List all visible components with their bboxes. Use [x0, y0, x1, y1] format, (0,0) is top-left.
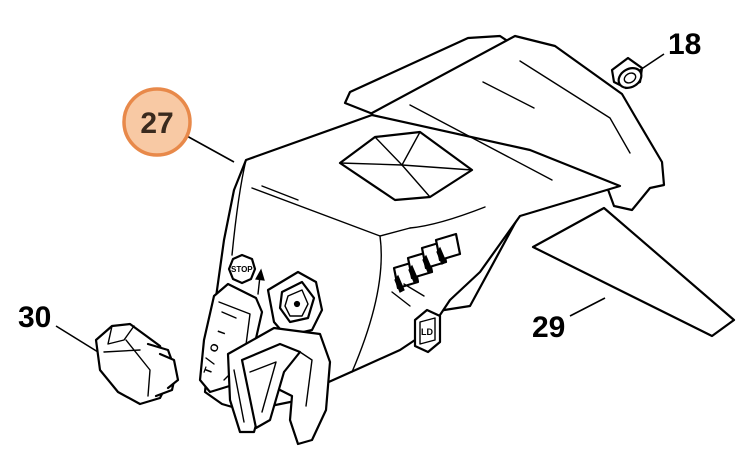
- callout-27[interactable]: 27: [122, 87, 192, 157]
- callout-27-label: 27: [140, 107, 173, 140]
- ld-label: LD: [421, 327, 433, 337]
- leader-29: [569, 297, 606, 317]
- leader-30: [55, 325, 99, 353]
- switch-pos-i: I: [216, 329, 228, 336]
- hand-guard: [226, 326, 332, 446]
- callout-18-label[interactable]: 18: [668, 28, 701, 61]
- ld-symbol: LD: [413, 308, 442, 354]
- switch-pos-t: T: [202, 365, 216, 376]
- part-27-shroud: LD STOP I O T: [198, 34, 666, 446]
- stop-symbol: STOP: [227, 253, 265, 295]
- callout-29-label[interactable]: 29: [532, 311, 565, 344]
- part-29-gasket: [531, 206, 736, 338]
- stop-label: STOP: [231, 265, 253, 274]
- choke-knob: [266, 270, 324, 338]
- part-30-cap: [94, 322, 180, 406]
- callout-27-badge: [122, 87, 192, 157]
- callout-30-label[interactable]: 30: [18, 301, 51, 334]
- leader-18: [639, 53, 665, 71]
- part-18-bushing: [610, 56, 644, 90]
- vent-slots: [391, 232, 462, 307]
